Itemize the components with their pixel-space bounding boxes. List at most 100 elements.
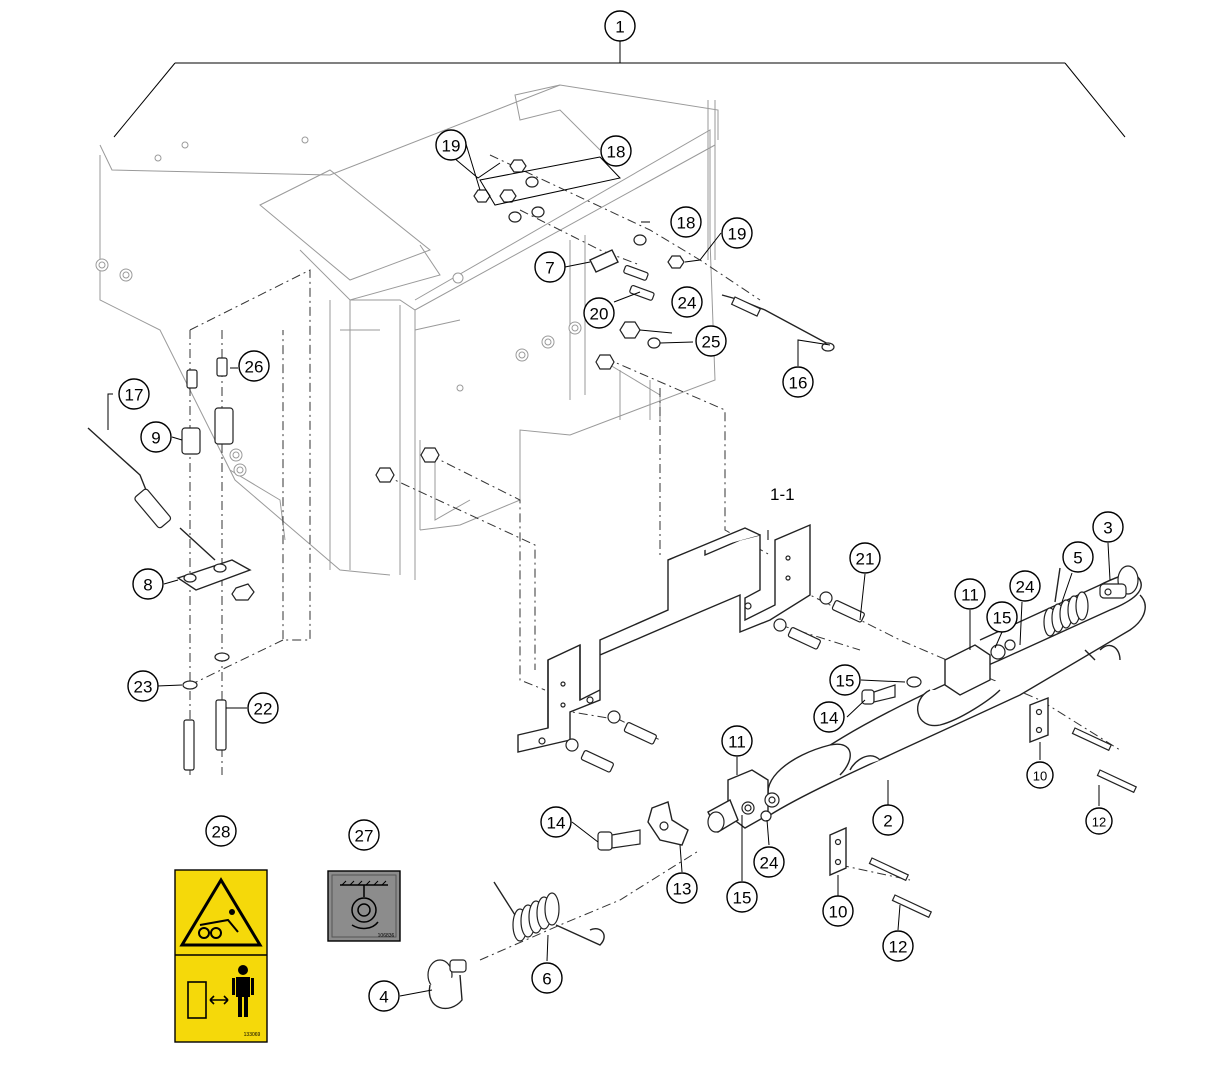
callout-label: 19	[728, 225, 747, 244]
callout-circle	[1026, 761, 1054, 789]
callout-label: 18	[607, 143, 626, 162]
callout-circle	[600, 135, 632, 167]
chassis-outline	[95, 84, 719, 580]
callout-c24b: 24	[1009, 570, 1041, 602]
callout-c13: 13	[666, 872, 698, 904]
callout-c22: 22	[247, 692, 279, 724]
callout-c10a: 10	[1026, 761, 1054, 789]
decal-27-part-number: 106836	[378, 933, 395, 939]
plate-part-10-lower	[829, 826, 847, 877]
callout-label: 24	[1016, 578, 1035, 597]
callout-circle	[583, 297, 615, 329]
callout-c15b: 15	[829, 664, 861, 696]
spring-part-6	[493, 881, 605, 946]
keep-distance-icon	[187, 965, 254, 1019]
hardware	[87, 159, 1139, 1010]
callout-label: 10	[1033, 769, 1047, 784]
callout-circle	[726, 881, 758, 913]
callout-label: 24	[678, 294, 697, 313]
callout-c3: 3	[1092, 511, 1124, 543]
callout-c1: 1	[604, 10, 636, 42]
callout-label: 4	[379, 988, 388, 1007]
callout-label: 22	[254, 700, 273, 719]
callout-c8: 8	[132, 568, 164, 600]
spring-tension-icon	[340, 880, 388, 930]
assembly-label: 1-1	[770, 485, 795, 504]
bolt-part-14-lower	[597, 829, 641, 851]
callout-label: 11	[728, 733, 746, 752]
callout-c12b: 12	[882, 930, 914, 962]
callout-label: 1	[615, 18, 624, 37]
callout-label: 14	[547, 814, 566, 833]
callout-circle	[721, 725, 753, 757]
callout-c17: 17	[118, 378, 150, 410]
callout-circle	[782, 366, 814, 398]
callout-circle	[872, 804, 904, 836]
callout-label: 11	[961, 586, 979, 605]
callout-circle	[118, 378, 150, 410]
callout-c24c: 24	[753, 846, 785, 878]
plate-part-10-upper	[1029, 696, 1049, 744]
callout-circle	[132, 568, 164, 600]
callout-circle	[127, 670, 159, 702]
callout-label: 15	[993, 609, 1012, 628]
callout-circle	[534, 251, 566, 283]
bolt-part-12-b	[1096, 769, 1138, 794]
callout-circle	[813, 701, 845, 733]
callout-label: 15	[733, 889, 752, 908]
callout-c10b: 10	[822, 895, 854, 927]
callout-circle	[882, 930, 914, 962]
callout-label: 28	[212, 823, 231, 842]
callout-c11b: 11	[721, 725, 753, 757]
callout-circle	[247, 692, 279, 724]
callout-label: 2	[883, 812, 892, 831]
cable-part-17	[87, 427, 216, 561]
callout-label: 19	[442, 137, 461, 156]
callout-label: 5	[1073, 549, 1082, 568]
callout-circle	[348, 819, 380, 851]
callout-c21: 21	[849, 542, 881, 574]
spacer-part-9	[181, 407, 234, 455]
leaders	[107, 143, 1111, 997]
callout-label: 17	[125, 386, 144, 405]
callout-c15a: 15	[986, 601, 1018, 633]
callout-circle	[849, 542, 881, 574]
callout-circle	[695, 325, 727, 357]
main-bracket-1-1	[517, 523, 811, 753]
callout-circle	[954, 578, 986, 610]
callout-c14b: 14	[813, 701, 845, 733]
callout-label: 16	[789, 374, 808, 393]
decal-28: 133069	[174, 869, 268, 1043]
callout-c16: 16	[782, 366, 814, 398]
callout-circle	[1062, 541, 1094, 573]
callout-label: 13	[673, 880, 692, 899]
callout-label: 24	[760, 854, 779, 873]
callout-circle	[670, 206, 702, 238]
background-nuts	[95, 136, 582, 477]
bolt-part-21	[565, 591, 865, 773]
callout-c2: 2	[872, 804, 904, 836]
callout-label: 25	[702, 333, 721, 352]
callout-circle	[721, 217, 753, 249]
crush-hazard-icon	[179, 877, 263, 947]
callout-label: 20	[590, 305, 609, 324]
callout-circle	[435, 129, 467, 161]
pivot-pin-part-3	[1099, 565, 1139, 599]
callout-label: 12	[889, 938, 908, 957]
callout-c7: 7	[534, 251, 566, 283]
decal-27: 106836	[327, 870, 401, 942]
callout-c4: 4	[368, 980, 400, 1012]
callout-circle	[1085, 807, 1113, 835]
callout-circle	[604, 10, 636, 42]
callout-circle	[1009, 570, 1041, 602]
callout-label: 18	[677, 214, 696, 233]
callout-label: 23	[134, 678, 153, 697]
callout-circle	[540, 806, 572, 838]
callouts: 1234567891010111112121314141515151617181…	[118, 10, 1124, 1012]
bolt-part-12-d	[891, 894, 933, 919]
bolt-part-12-a	[1071, 727, 1113, 752]
callout-label: 27	[355, 827, 374, 846]
callout-c24a: 24	[671, 286, 703, 318]
callout-label: 26	[245, 358, 264, 377]
callout-c18b: 18	[670, 206, 702, 238]
